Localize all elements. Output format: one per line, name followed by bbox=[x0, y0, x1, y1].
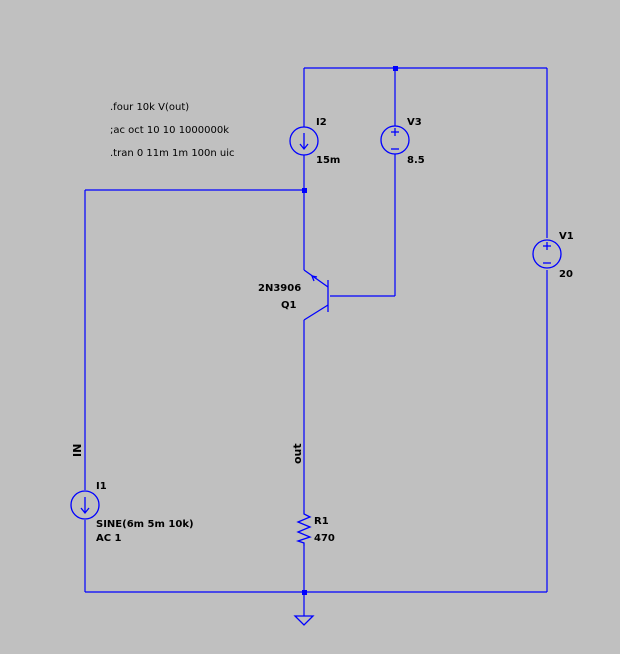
transistor-collector-icon bbox=[303, 304, 329, 321]
voltage-source-v3[interactable] bbox=[380, 125, 410, 155]
emitter-arrow-icon bbox=[310, 275, 318, 282]
v3-name: V3 bbox=[407, 117, 422, 128]
transistor-emitter-icon bbox=[303, 269, 329, 288]
current-source-i2[interactable] bbox=[289, 126, 319, 156]
r1-name: R1 bbox=[314, 516, 329, 527]
current-source-icon bbox=[70, 490, 100, 520]
directive-ac[interactable]: ;ac oct 10 10 1000000k bbox=[110, 125, 229, 136]
q1-name: Q1 bbox=[281, 300, 297, 311]
net-label-out[interactable]: out bbox=[291, 443, 304, 464]
v1-name: V1 bbox=[559, 231, 574, 242]
i2-name: I2 bbox=[316, 117, 327, 128]
arrow-head-icon bbox=[80, 507, 90, 515]
q1-model: 2N3906 bbox=[258, 283, 301, 294]
ground-icon[interactable] bbox=[293, 615, 315, 626]
junction-top bbox=[393, 66, 398, 71]
directive-tran[interactable]: .tran 0 11m 1m 100n uic bbox=[110, 148, 235, 159]
voltage-source-icon bbox=[380, 125, 410, 155]
i1-ac: AC 1 bbox=[96, 533, 122, 544]
i1-name: I1 bbox=[96, 481, 107, 492]
i1-value: SINE(6m 5m 10k) bbox=[96, 519, 194, 530]
v3-value: 8.5 bbox=[407, 155, 425, 166]
junction-emitter bbox=[302, 188, 307, 193]
i2-value: 15m bbox=[316, 155, 340, 166]
directive-four[interactable]: .four 10k V(out) bbox=[110, 102, 189, 113]
current-source-icon bbox=[289, 126, 319, 156]
resistor-r1-icon[interactable] bbox=[295, 510, 312, 546]
arrow-head-icon bbox=[299, 143, 309, 151]
voltage-source-icon bbox=[532, 239, 562, 269]
current-source-i1[interactable] bbox=[70, 490, 100, 520]
junction-ground bbox=[302, 590, 307, 595]
v1-value: 20 bbox=[559, 269, 573, 280]
voltage-source-v1[interactable] bbox=[532, 239, 562, 269]
transistor-q1[interactable] bbox=[303, 269, 329, 321]
wires bbox=[84, 67, 548, 616]
r1-value: 470 bbox=[314, 533, 335, 544]
net-label-in[interactable]: IN bbox=[71, 444, 84, 457]
